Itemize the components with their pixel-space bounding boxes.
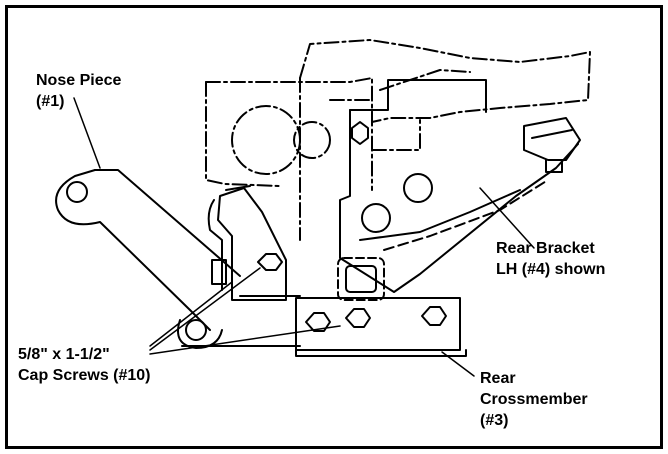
rear-crossmember-part [181, 257, 467, 357]
callout-rear-bracket-line2: LH (#4) shown [496, 261, 606, 278]
phantom-outline [205, 39, 591, 241]
mount-plate [207, 185, 287, 301]
nose-piece-part [55, 169, 241, 349]
rear-bracket-part [339, 79, 581, 293]
callout-cap-screws-line2: Cap Screws (#10) [18, 367, 151, 384]
callout-rear-crossmember-line1: Rear [480, 370, 516, 387]
leader-lines [73, 97, 535, 377]
hex-bolts [257, 253, 447, 332]
callout-rear-crossmember-line2: Crossmember [480, 391, 588, 408]
callout-nose-piece-line2: (#1) [36, 93, 65, 110]
callout-rear-bracket: Rear Bracket LH (#4) shown [496, 238, 605, 280]
callout-rear-bracket-line1: Rear Bracket [496, 240, 595, 257]
diagram-frame [5, 5, 663, 449]
callout-rear-crossmember: Rear Crossmember (#3) [480, 368, 588, 431]
callout-cap-screws-line1: 5/8" x 1-1/2" [18, 346, 110, 363]
callout-rear-crossmember-line3: (#3) [480, 412, 509, 429]
callout-cap-screws: 5/8" x 1-1/2" Cap Screws (#10) [18, 344, 151, 386]
callout-nose-piece: Nose Piece (#1) [36, 70, 121, 112]
callout-nose-piece-line1: Nose Piece [36, 72, 122, 89]
